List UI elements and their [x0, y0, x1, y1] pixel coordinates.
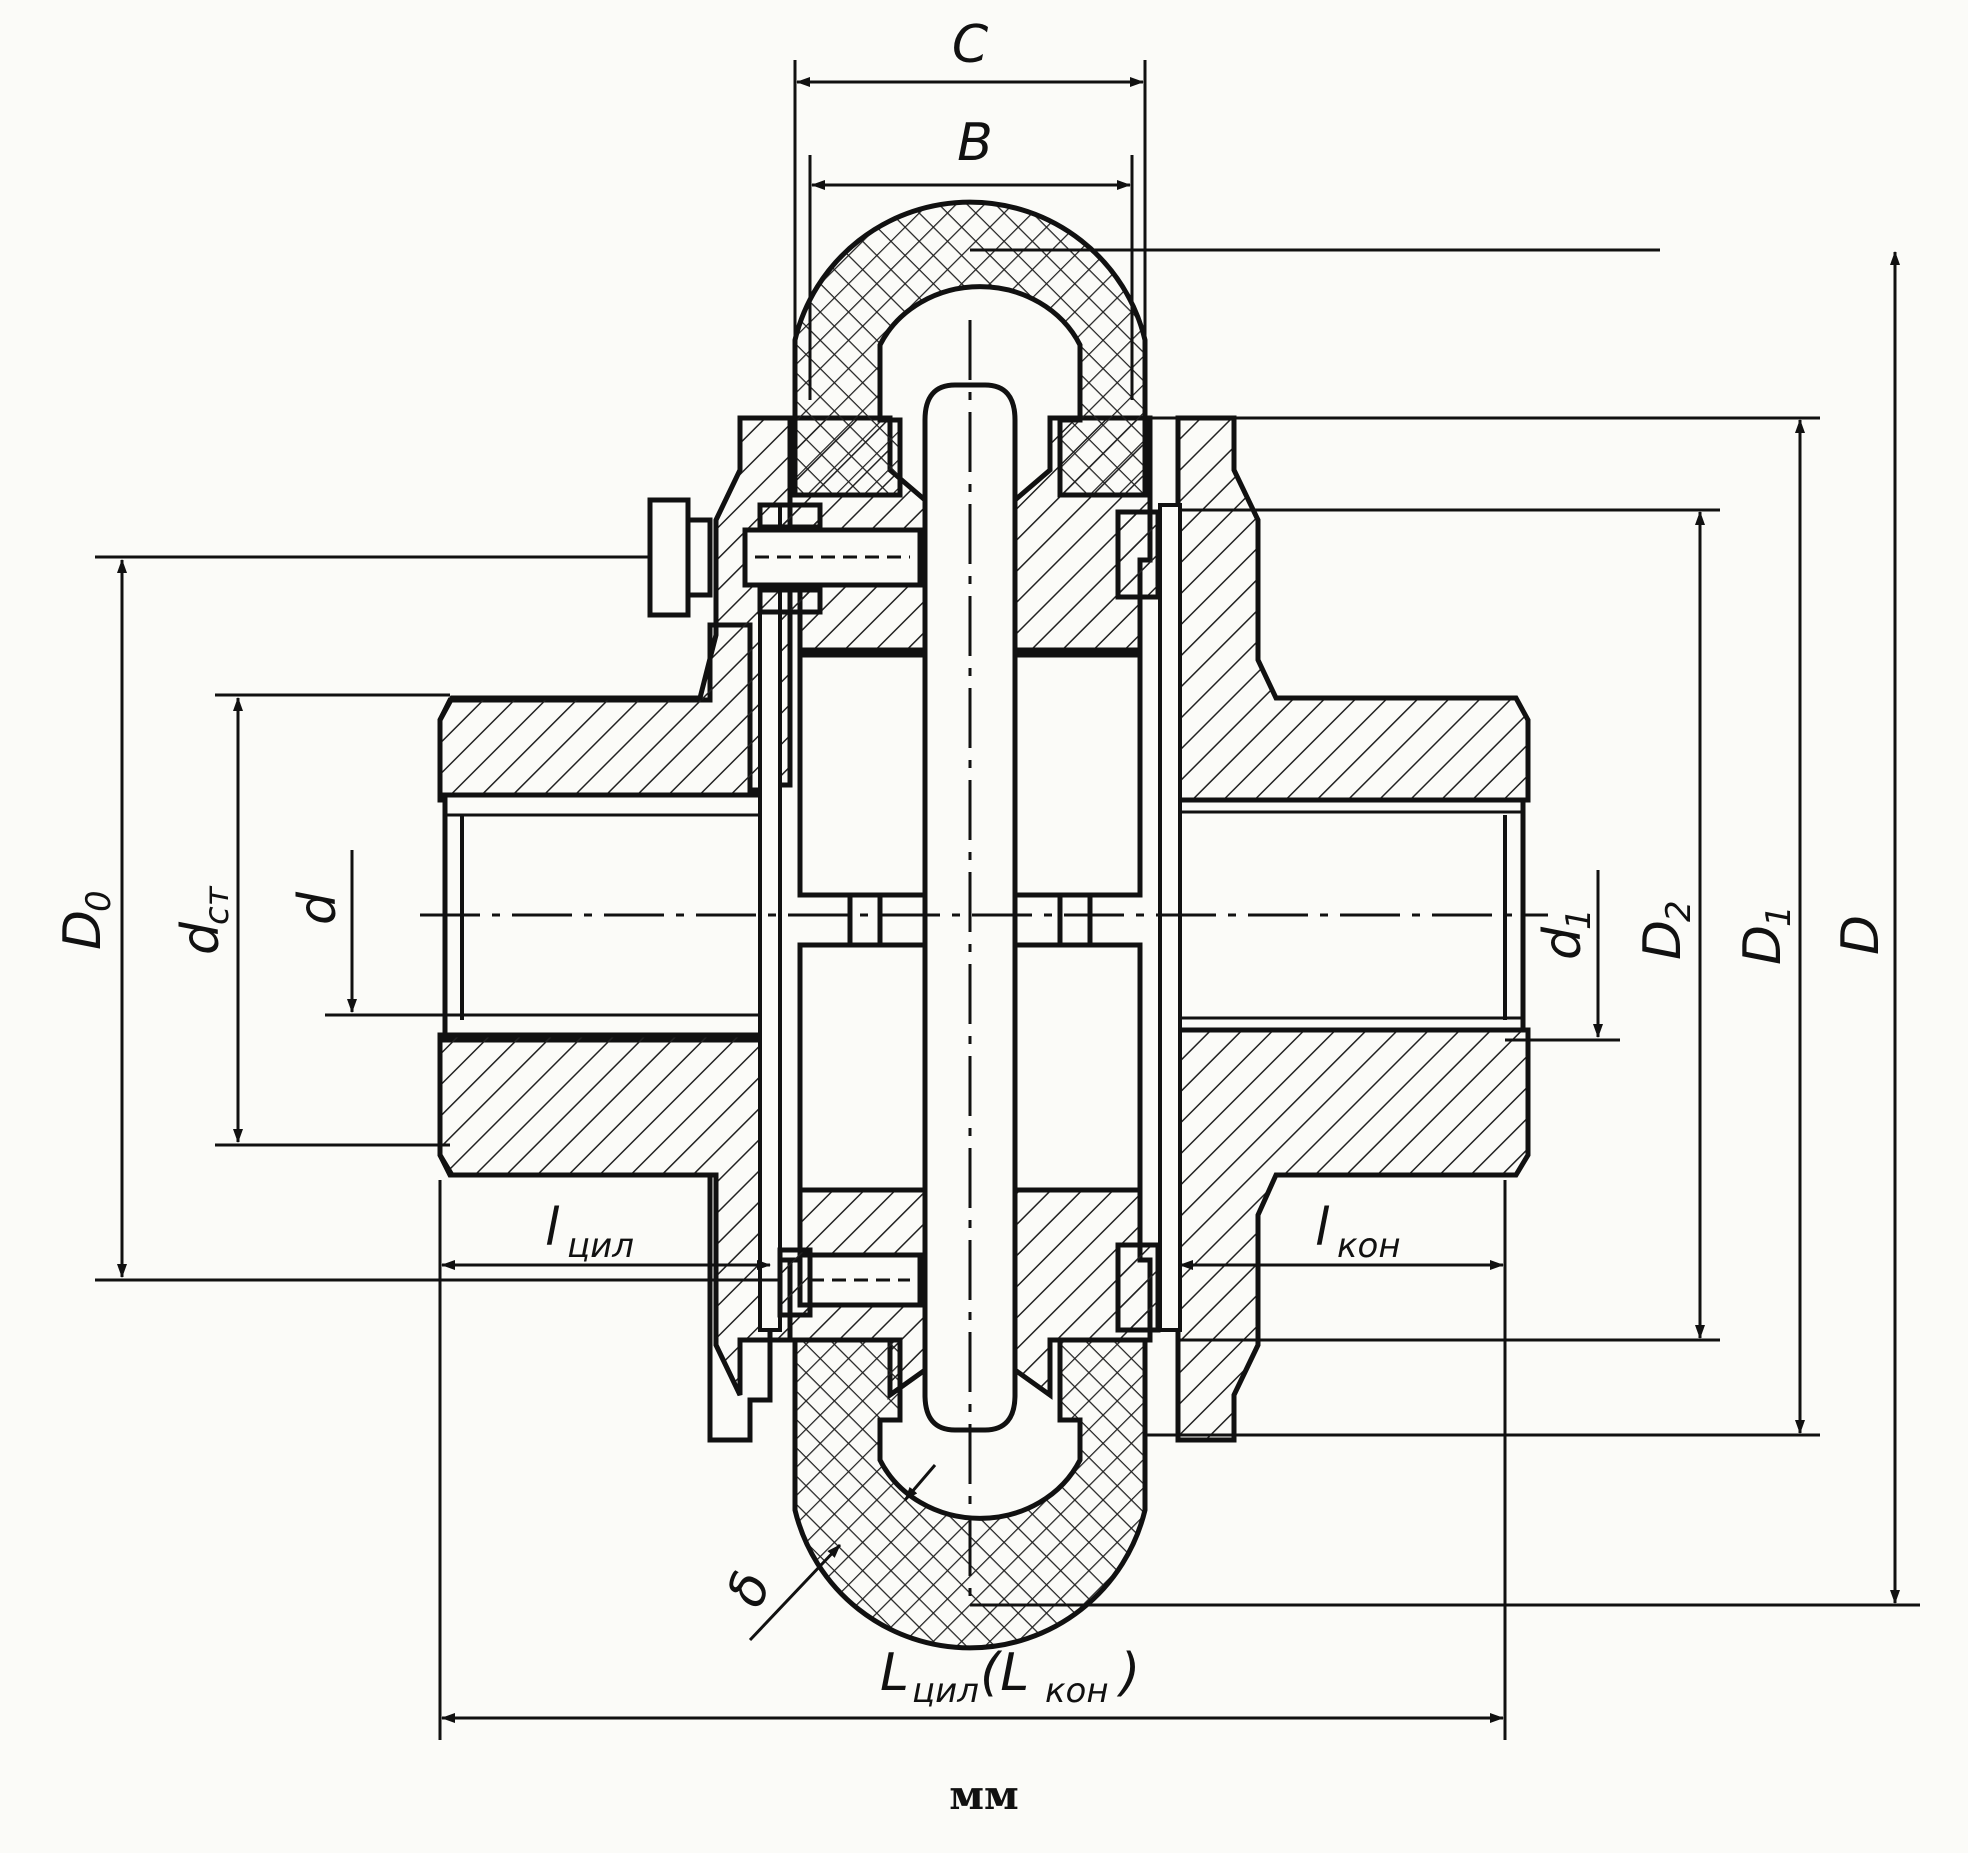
- label-d: d: [288, 891, 348, 925]
- dimension-labels: C B D 0 d cт d d 1 D 2 D 1 D l цил: [53, 15, 1891, 1711]
- label-big-d1-sub: 1: [1759, 905, 1799, 927]
- extension-lines: [95, 60, 1920, 1740]
- unit-caption: мм: [949, 1772, 1019, 1819]
- label-big-d: D: [1831, 915, 1891, 955]
- label-d2-sub: 2: [1659, 900, 1699, 922]
- bolt-bottom: [777, 1247, 923, 1318]
- label-l-total-end: ): [1116, 1643, 1140, 1703]
- label-d1-sub: 1: [1559, 908, 1599, 930]
- label-d0: D: [53, 910, 113, 950]
- label-big-d1: D: [1733, 925, 1793, 965]
- label-l-kon-sub: кон: [1337, 1226, 1401, 1266]
- label-l-total-sub2: кон: [1045, 1671, 1109, 1711]
- label-l-total-mid: (L: [980, 1643, 1029, 1703]
- inner-inserts: [797, 652, 1143, 1193]
- label-delta: δ: [716, 1564, 783, 1614]
- label-b: B: [957, 113, 993, 173]
- label-d0-sub: 0: [79, 890, 119, 912]
- label-l-cyl-sub: цил: [567, 1226, 634, 1266]
- bolt-top: [647, 497, 923, 618]
- label-l-total-sub1: цил: [912, 1671, 979, 1711]
- label-l-kon: l: [1315, 1198, 1330, 1258]
- center-lines: [420, 320, 1548, 1600]
- pressure-plates: [758, 503, 1182, 1332]
- label-l-total: L: [880, 1643, 909, 1703]
- label-c: C: [952, 15, 989, 75]
- tire-shell: [792, 199, 1148, 1651]
- nut-right: [1115, 509, 1161, 1333]
- label-d2: D: [1633, 920, 1693, 960]
- dimension-lines: [117, 77, 1900, 1723]
- label-dct: d: [171, 921, 231, 955]
- label-dct-sub: cт: [197, 885, 237, 925]
- label-d1: d: [1533, 926, 1593, 960]
- label-l-cyl: l: [545, 1198, 560, 1258]
